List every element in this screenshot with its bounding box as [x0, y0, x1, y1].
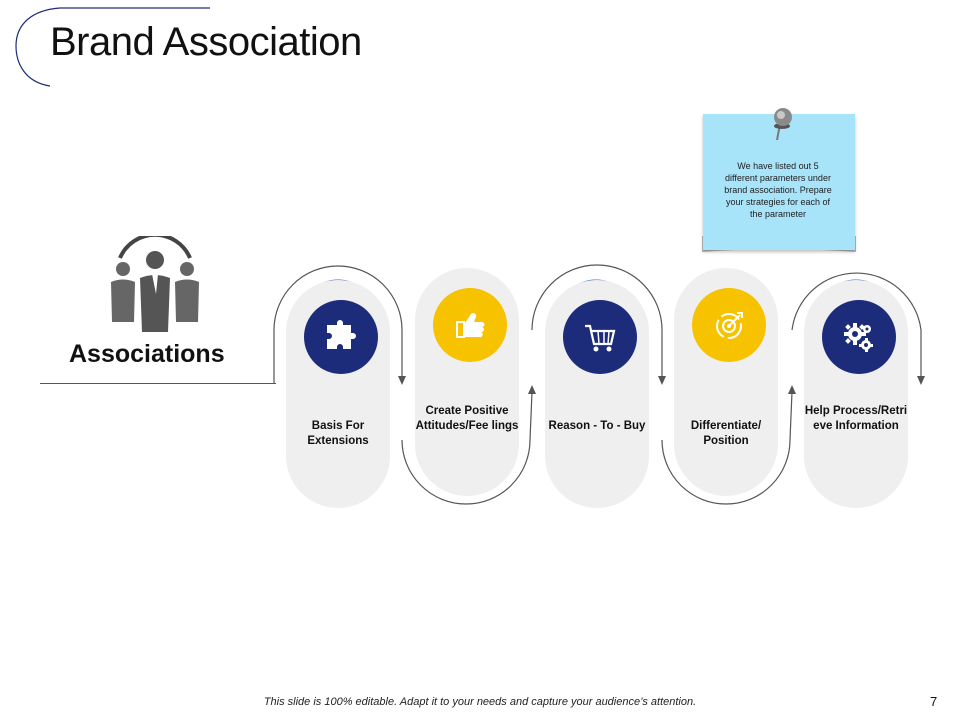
push-pin-icon	[774, 108, 792, 141]
thumbs-up-icon	[456, 313, 485, 338]
target-icon	[716, 312, 743, 339]
item-label-4: Differentiate/ Position	[690, 420, 762, 447]
item-label-2: Create Positive Attitudes/Fee lings	[415, 405, 519, 432]
circle-3	[563, 300, 637, 374]
connector-line	[40, 383, 276, 384]
page-number: 7	[930, 694, 938, 709]
sticky-note-text: We have listed out 5 different parameter…	[724, 161, 832, 219]
cart-icon	[585, 324, 616, 352]
circle-4	[692, 288, 766, 362]
circle-5	[822, 300, 896, 374]
associations-label: Associations	[69, 340, 225, 368]
page-title: Brand Association	[50, 20, 362, 64]
item-label-5: Help Process/Retri eve Information	[804, 405, 908, 432]
title-arc-decoration	[15, 7, 210, 87]
puzzle-icon	[327, 320, 356, 349]
gears-icon	[844, 323, 873, 352]
sticky-note	[703, 114, 855, 250]
item-label-3: Reason - To - Buy	[548, 420, 646, 432]
circle-1	[304, 300, 378, 374]
footer-note: This slide is 100% editable. Adapt it to…	[263, 696, 697, 708]
circle-2	[433, 288, 507, 362]
item-label-1: Basis For Extensions	[307, 420, 369, 447]
people-group-icon	[111, 236, 199, 332]
